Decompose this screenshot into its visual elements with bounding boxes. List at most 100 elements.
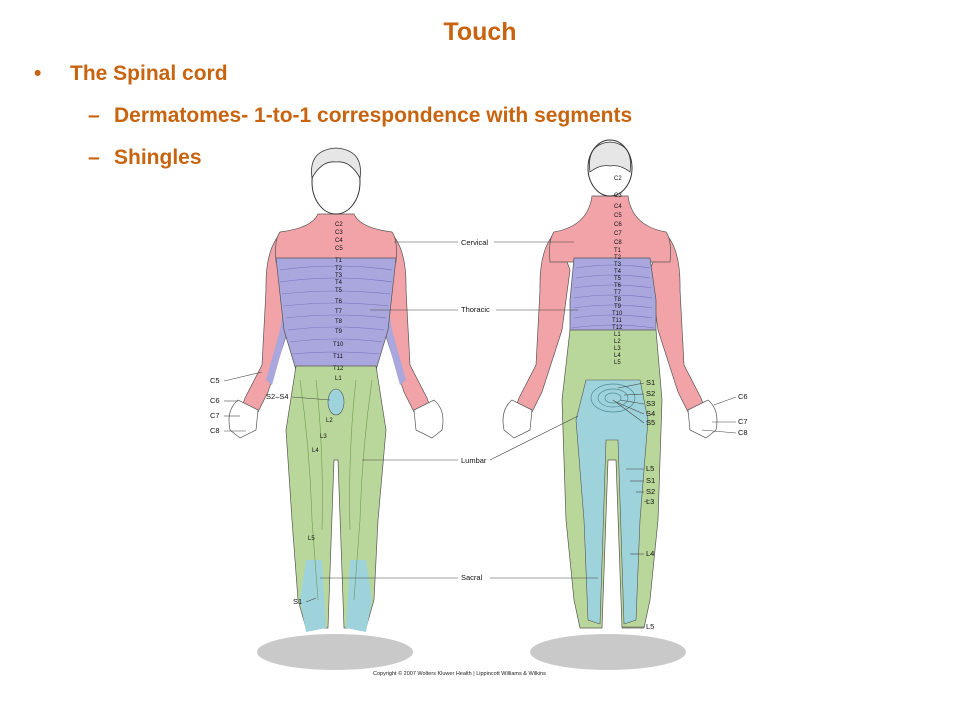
back-seg-label: C6 bbox=[614, 222, 622, 228]
region-labels: Cervical Thoracic Lumbar Sacral bbox=[320, 238, 598, 582]
front-seg-label: T1 bbox=[335, 258, 343, 264]
back-sacral-legs bbox=[575, 379, 649, 625]
front-seg-label: T8 bbox=[335, 319, 343, 325]
back-hair bbox=[589, 141, 631, 173]
back-seg-label: T4 bbox=[614, 269, 622, 275]
back-label-c8: C8 bbox=[738, 428, 748, 437]
front-seg-label: C3 bbox=[335, 230, 343, 236]
front-seg-label: T11 bbox=[333, 354, 344, 360]
back-seg-label: L4 bbox=[614, 353, 621, 359]
back-label-c6: C6 bbox=[738, 392, 748, 401]
back-label-l5: L5 bbox=[646, 464, 654, 473]
front-side-labels: C5 C6 C7 C8 S2–S4 S1 bbox=[210, 371, 331, 606]
back-seg-label: C7 bbox=[614, 231, 622, 237]
back-seg-label: L2 bbox=[614, 339, 621, 345]
copyright-notice: Copyright © 2007 Wolters Kluwer Health |… bbox=[373, 670, 546, 677]
back-seg-label: T7 bbox=[614, 290, 622, 296]
front-seg-label: C5 bbox=[335, 246, 343, 252]
front-leg-lines bbox=[299, 379, 373, 601]
back-label-c7: C7 bbox=[738, 417, 748, 426]
back-segment-labels: C2 C3 C4 C5 C6 C7 C8 T1 T2 T3 T4 T5 T6 T… bbox=[612, 176, 623, 366]
subbullet-text: Dermatomes- 1-to-1 correspondence with s… bbox=[114, 104, 633, 127]
bullet-dot: • bbox=[34, 62, 42, 85]
front-genital-region bbox=[327, 388, 345, 416]
front-hand-right bbox=[413, 399, 444, 439]
side-label-c5: C5 bbox=[210, 376, 220, 385]
side-label-c8: C8 bbox=[210, 426, 220, 435]
back-seg-label: C4 bbox=[614, 204, 622, 210]
back-seg-label: C5 bbox=[614, 213, 622, 219]
back-seg-label: L5 bbox=[614, 360, 621, 366]
back-label-l4: L4 bbox=[646, 549, 654, 558]
back-seg-label: T5 bbox=[614, 276, 622, 282]
back-seg-label: T10 bbox=[612, 311, 623, 317]
back-hand-right bbox=[687, 399, 718, 439]
front-seg-label: T6 bbox=[335, 299, 343, 305]
front-seg-label: C2 bbox=[335, 222, 343, 228]
back-neck-shoulders bbox=[549, 195, 671, 263]
subbullet-text: Shingles bbox=[114, 146, 202, 169]
front-neck-shoulders bbox=[275, 213, 397, 263]
back-seg-label: C3 bbox=[614, 193, 622, 199]
back-side-labels: S1 S2 S3 S4 S5 C6 C7 C8 L5 S1 S2 L3 L4 bbox=[612, 378, 748, 631]
front-seg-label: T2 bbox=[335, 266, 343, 272]
subbullet-item: –Shingles bbox=[88, 146, 202, 170]
back-seg-label: L1 bbox=[614, 332, 621, 338]
back-label-s2: S2 bbox=[646, 389, 655, 398]
side-label-c7: C7 bbox=[210, 411, 220, 420]
front-hand-left bbox=[228, 399, 259, 439]
back-arm-right bbox=[649, 231, 709, 421]
back-thoracic-bands bbox=[571, 264, 655, 329]
front-seg-label: L1 bbox=[335, 376, 342, 382]
front-seg-label: T9 bbox=[335, 329, 343, 335]
side-label-s1: S1 bbox=[293, 597, 302, 606]
back-seg-label: L3 bbox=[614, 346, 621, 352]
back-label-s2b: S2 bbox=[646, 487, 655, 496]
front-leg-label: L5 bbox=[308, 536, 315, 542]
side-label-c6: C6 bbox=[210, 396, 220, 405]
back-arm-left bbox=[511, 231, 571, 421]
slide-title: Touch bbox=[443, 18, 517, 46]
front-hair bbox=[311, 147, 361, 180]
back-seg-label: T8 bbox=[614, 297, 622, 303]
back-seg-label: T11 bbox=[612, 318, 623, 324]
region-label-thoracic: Thoracic bbox=[461, 305, 490, 314]
back-hand-left bbox=[502, 399, 533, 439]
side-label-s2-s4: S2–S4 bbox=[266, 392, 289, 401]
back-label-s1b: S1 bbox=[646, 476, 655, 485]
subbullet-dash: – bbox=[88, 104, 100, 127]
back-figure: C2 C3 C4 C5 C6 C7 C8 T1 T2 T3 T4 T5 T6 T… bbox=[502, 139, 748, 631]
front-seg-label: T10 bbox=[333, 342, 344, 348]
back-label-l3: L3 bbox=[646, 497, 654, 506]
front-seg-label: T5 bbox=[335, 288, 343, 294]
back-label-s5: S5 bbox=[646, 418, 655, 427]
back-seg-label: T9 bbox=[614, 304, 622, 310]
back-sacral-rings bbox=[590, 383, 636, 413]
bullet-item: • The Spinal cord bbox=[34, 62, 228, 86]
back-label-s1: S1 bbox=[646, 378, 655, 387]
front-seg-label: T7 bbox=[335, 309, 343, 315]
front-seg-label: T12 bbox=[333, 366, 344, 372]
region-label-cervical: Cervical bbox=[461, 238, 488, 247]
floor-shadow-front bbox=[257, 634, 413, 670]
floor-shadow-back bbox=[530, 634, 686, 670]
front-leg-label: L3 bbox=[320, 434, 327, 440]
front-segment-labels: C2 C3 C4 C5 T1 T2 T3 T4 T5 T6 T7 T8 T9 T… bbox=[308, 222, 344, 542]
subbullet-item: –Dermatomes- 1-to-1 correspondence with … bbox=[88, 104, 632, 128]
back-seg-label: C2 bbox=[614, 176, 622, 182]
front-seg-label: T4 bbox=[335, 280, 343, 286]
front-seg-label: C4 bbox=[335, 238, 343, 244]
front-foot-left bbox=[300, 560, 326, 632]
front-leg-label: L2 bbox=[326, 418, 333, 424]
region-label-lumbar: Lumbar bbox=[461, 456, 487, 465]
front-leg-label: L4 bbox=[312, 448, 319, 454]
back-label-s4: S4 bbox=[646, 409, 655, 418]
back-seg-label: T2 bbox=[614, 255, 622, 261]
subbullet-dash: – bbox=[88, 146, 100, 169]
front-figure: C2 C3 C4 C5 T1 T2 T3 T4 T5 T6 T7 T8 T9 T… bbox=[210, 147, 444, 632]
front-thoracic-bands bbox=[279, 265, 393, 355]
region-label-sacral: Sacral bbox=[461, 573, 483, 582]
bullet-text: The Spinal cord bbox=[70, 62, 228, 85]
back-seg-label: C8 bbox=[614, 240, 622, 246]
